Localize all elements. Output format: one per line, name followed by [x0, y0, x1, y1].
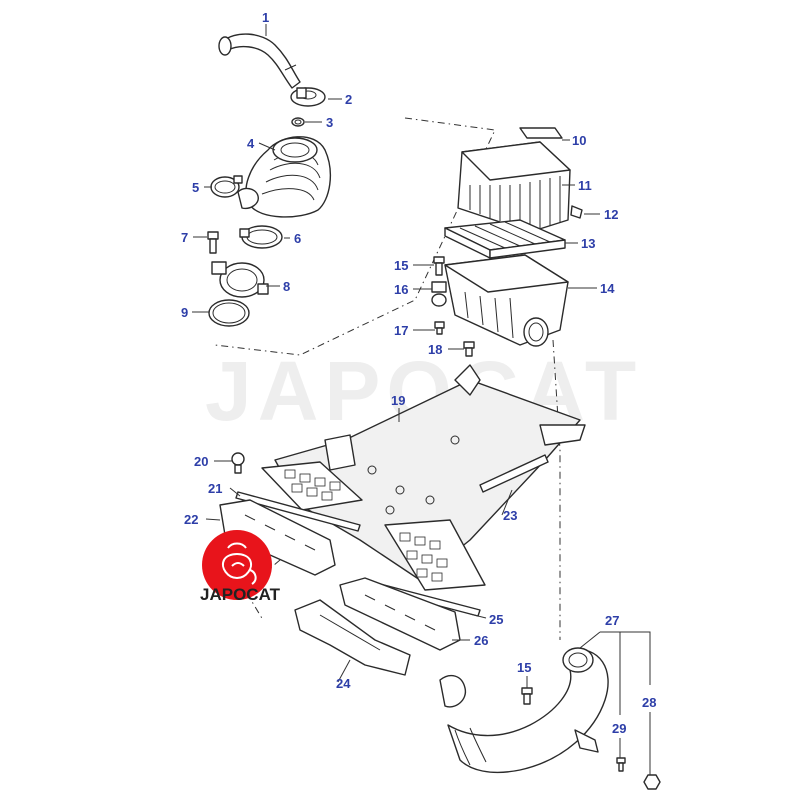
callout-26: 26: [474, 633, 488, 648]
part-18-bolt[interactable]: [463, 341, 475, 357]
callout-7: 7: [181, 230, 188, 245]
part-10-label[interactable]: [519, 127, 563, 139]
callout-22: 22: [184, 512, 198, 527]
callout-13: 13: [581, 236, 595, 251]
callout-29: 29: [612, 721, 626, 736]
logo-cat-icon: [222, 542, 257, 585]
part-15-bolt[interactable]: [433, 256, 445, 276]
callout-5: 5: [192, 180, 199, 195]
part-19-air-duct-tray[interactable]: [274, 364, 586, 581]
part-5-clamp[interactable]: [210, 175, 243, 198]
part-28-nut[interactable]: [643, 774, 661, 790]
part-12-clip[interactable]: [570, 205, 583, 219]
part-14-air-cleaner-body[interactable]: [444, 254, 569, 347]
part-9-seal-ring[interactable]: [208, 299, 250, 327]
callout-14: 14: [600, 281, 615, 296]
callout-15b: 15: [517, 660, 531, 675]
part-2-grommet[interactable]: [290, 87, 326, 107]
callout-25: 25: [489, 612, 503, 627]
part-17-bolt[interactable]: [434, 321, 445, 335]
part-24-duct-shield[interactable]: [294, 599, 411, 676]
leader-lines: [192, 24, 651, 775]
callout-4: 4: [247, 136, 255, 151]
callout-23: 23: [503, 508, 517, 523]
part-20-clip[interactable]: [231, 452, 245, 474]
callout-28: 28: [642, 695, 656, 710]
duct-grille-upper: [261, 461, 363, 511]
callout-27: 27: [605, 613, 619, 628]
callout-15: 15: [394, 258, 408, 273]
part-6-clamp[interactable]: [239, 225, 283, 249]
part-3-o-ring[interactable]: [291, 117, 305, 127]
callout-10: 10: [572, 133, 586, 148]
group-boundary-right: [552, 339, 561, 640]
callouts: 1 2 3 4 5 6 7 8 9 10 11 12 13 14 15 16 1…: [181, 10, 656, 736]
callout-21: 21: [208, 481, 222, 496]
callout-6: 6: [294, 231, 301, 246]
part-7-bolt[interactable]: [207, 231, 219, 254]
callout-20: 20: [194, 454, 208, 469]
part-15b-bolt[interactable]: [521, 687, 533, 705]
group-boundary-duct: [244, 559, 281, 621]
duct-grille-lower: [384, 519, 486, 591]
part-16-mount[interactable]: [431, 281, 447, 307]
group-boundary-intake: [214, 117, 496, 356]
part-21-seal-strip[interactable]: [235, 491, 361, 532]
logo-text: JAPOCAT: [200, 585, 281, 604]
callout-11: 11: [578, 178, 592, 193]
part-23-side-seal[interactable]: [479, 454, 549, 493]
part-29-screw[interactable]: [616, 757, 626, 772]
callout-2: 2: [345, 92, 352, 107]
part-8-air-flow-sensor[interactable]: [211, 261, 269, 298]
japocat-logo: JAPOCAT: [200, 530, 281, 604]
callout-24: 24: [336, 676, 351, 691]
callout-16: 16: [394, 282, 408, 297]
callout-9: 9: [181, 305, 188, 320]
callout-12: 12: [604, 207, 618, 222]
callout-18: 18: [428, 342, 442, 357]
part-1-breather-hose[interactable]: [218, 33, 301, 89]
part-13-filter-element[interactable]: [444, 219, 566, 259]
callout-17: 17: [394, 323, 408, 338]
part-11-air-cleaner-cover[interactable]: [457, 141, 571, 233]
callout-8: 8: [283, 279, 290, 294]
callout-19: 19: [391, 393, 405, 408]
part-27-outlet-hose[interactable]: [439, 647, 609, 774]
part-4-intake-hose[interactable]: [237, 136, 331, 218]
callout-1: 1: [262, 10, 269, 25]
callout-3: 3: [326, 115, 333, 130]
